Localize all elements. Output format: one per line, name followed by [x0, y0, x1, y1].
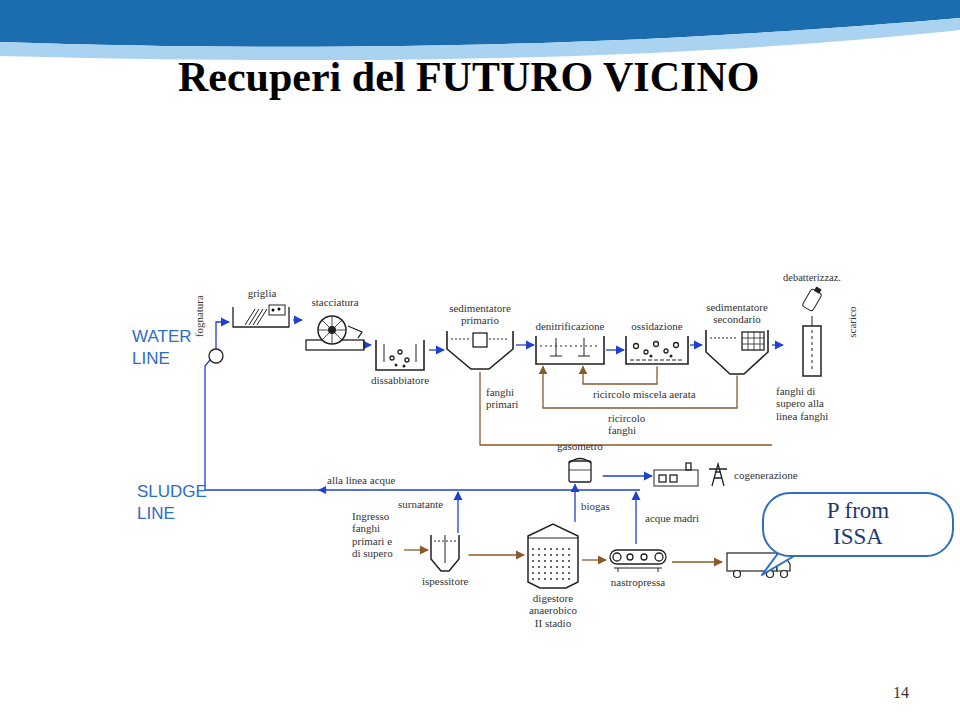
flow-connector	[690, 344, 702, 345]
flow-connector	[582, 559, 606, 560]
connector-label: ricircolo fanghi	[607, 412, 655, 437]
gas-symbol	[566, 454, 594, 484]
unit-label: sedimentatore secondario	[702, 301, 772, 326]
return-pipe	[457, 492, 458, 533]
pipe-label: Ingresso fanghi primari e di supero	[352, 510, 402, 559]
unit-label: gasometro	[557, 440, 603, 452]
denitrification-tank: denitrificazione	[534, 320, 606, 366]
flow-connector	[469, 554, 525, 555]
pump-symbol	[209, 349, 223, 363]
water-pipe	[205, 360, 210, 490]
secondary-clarifier: sedimentatore secondario	[702, 301, 772, 376]
thick-symbol	[429, 533, 461, 573]
flow-connector	[606, 349, 624, 350]
drum-symbol	[302, 310, 368, 354]
unit-label: griglia	[248, 287, 277, 299]
gasholder: gasometro	[557, 440, 603, 484]
oxidation-tank: ossidazione	[624, 320, 690, 366]
slide-title: Recuperi del FUTURO VICINO	[178, 54, 759, 100]
unit-label: dissabbiatore	[371, 374, 429, 386]
sludge-pipe	[404, 549, 428, 550]
callout-bubble: P from ISSA	[762, 492, 954, 557]
unit-label: ispessitore	[422, 575, 468, 587]
return-pipe	[635, 492, 636, 544]
press-symbol	[606, 544, 670, 574]
flow-connector	[293, 319, 302, 320]
unit-label: cogenerazione	[734, 469, 798, 481]
header-swoosh	[0, 18, 960, 60]
flow-arrow	[318, 486, 326, 494]
cogen-symbol	[652, 462, 732, 488]
digester: digestore anaerobico II stadio	[524, 522, 582, 629]
sludge-pipe	[672, 561, 722, 562]
pipe-label: alla linea acque	[327, 474, 395, 486]
disinf-symbol	[796, 286, 828, 378]
flow-connector	[574, 484, 575, 522]
pipe-label: fanghi primari	[486, 386, 526, 411]
disinfection-unit: debatterizzaz.	[783, 272, 841, 378]
flow-connector	[516, 344, 534, 345]
line-title: SLUDGE LINE	[137, 481, 217, 525]
source-label: fognatura	[193, 295, 205, 337]
unit-label: digestore anaerobico II stadio	[524, 592, 582, 629]
grid-symbol	[231, 301, 293, 331]
digester-symbol	[524, 522, 582, 590]
unit-label: sedimentatore primario	[444, 302, 516, 327]
denit-symbol	[534, 334, 606, 366]
pipe-label: acque madri	[645, 512, 699, 524]
pipe-label: surnatante	[398, 498, 443, 510]
unit-label: nastropressa	[611, 576, 665, 588]
pipe-label: fanghi di supero alla linea fanghi	[776, 385, 838, 422]
sieve-unit: stacciatura	[302, 296, 368, 354]
belt-press: nastropressa	[606, 544, 670, 588]
grit-tank: dissabbiatore	[371, 338, 429, 386]
unit-label: debatterizzaz.	[783, 272, 841, 284]
connector-label: biogas	[580, 500, 611, 512]
outlet-label: scarico	[846, 307, 858, 338]
oxid-symbol	[624, 334, 690, 366]
flow-connector	[603, 475, 652, 476]
water-pipe	[216, 322, 229, 349]
primary-clarifier: sedimentatore primario	[444, 302, 516, 371]
flow-connector	[429, 349, 444, 350]
clar2-symbol	[704, 328, 770, 376]
flow-connector	[368, 344, 371, 345]
unit-label: denitrificazione	[535, 320, 604, 332]
flow-connector	[583, 366, 657, 384]
line-title: WATER LINE	[132, 326, 204, 370]
screen-unit: griglia	[231, 287, 293, 331]
thickener: ispessitore	[422, 533, 468, 587]
flow-connector	[543, 366, 737, 408]
connector-label: ricircolo miscela aerata	[592, 388, 697, 400]
unit-label: stacciatura	[311, 296, 358, 308]
clar-symbol	[445, 329, 515, 371]
cogeneration-plant: cogenerazione	[652, 462, 798, 488]
unit-label: ossidazione	[631, 320, 682, 332]
grit-symbol	[374, 338, 426, 372]
flow-connector	[772, 344, 783, 345]
callout-text: P from ISSA	[803, 498, 913, 551]
page-number: 14	[893, 684, 909, 702]
